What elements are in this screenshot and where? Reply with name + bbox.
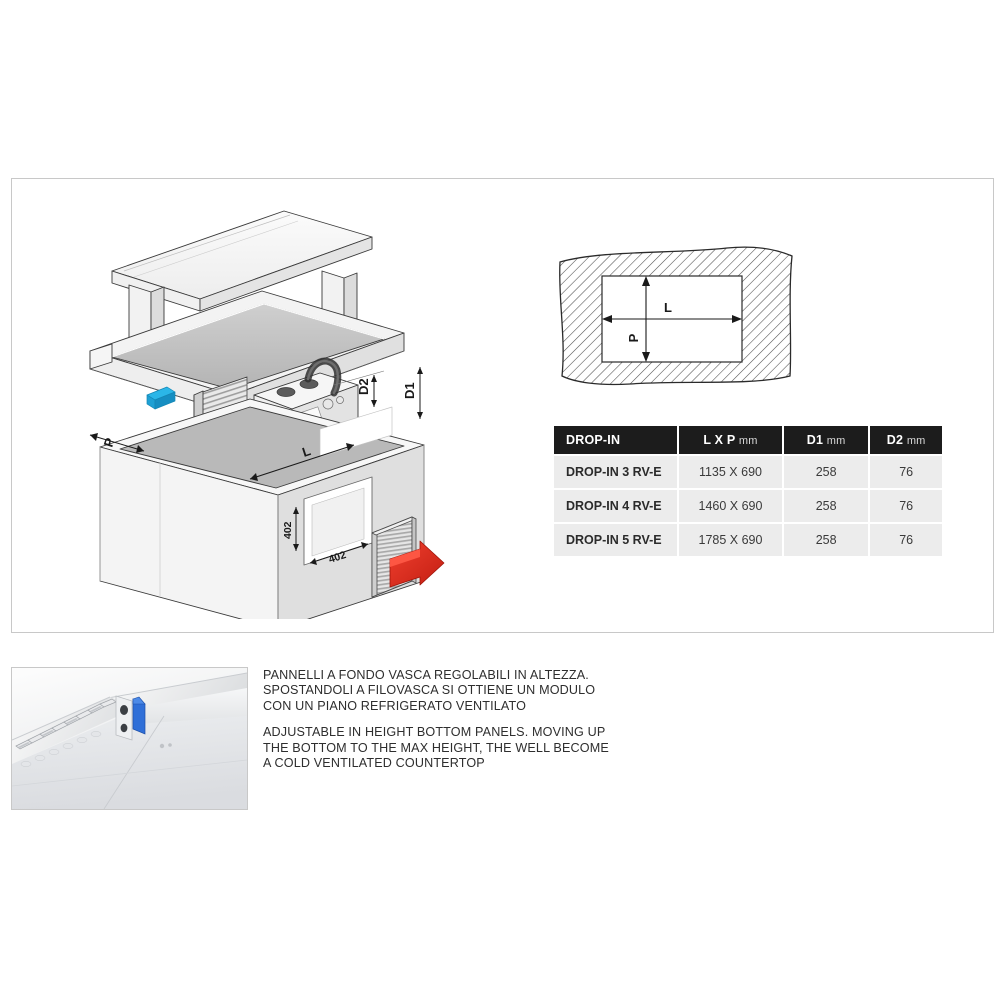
table-header-lxp: L X P mm xyxy=(678,426,782,454)
dimension-D2: D2 xyxy=(333,370,385,407)
cutout-label-L: L xyxy=(664,300,672,315)
dimension-L: L xyxy=(249,443,355,481)
table-cell-lxp: 1135 X 690 xyxy=(678,456,782,488)
corner-post xyxy=(115,695,133,741)
cutout-dimension-L xyxy=(602,315,742,323)
table-header-lxp-unit: mm xyxy=(738,435,758,447)
table-cell-d2: 76 xyxy=(870,456,942,488)
table-cell-d2: 76 xyxy=(870,490,942,522)
table-cell-model: DROP-IN 3 RV-E xyxy=(554,456,677,488)
table-row: DROP-IN 3 RV-E 1135 X 690 258 76 xyxy=(554,456,942,488)
table-cell-model: DROP-IN 5 RV-E xyxy=(554,524,677,556)
dimension-402-horizontal: 402 xyxy=(309,542,369,566)
table-cell-d1: 258 xyxy=(783,456,869,488)
flexible-air-duct-part xyxy=(304,357,342,397)
table-header-row: DROP-IN L X P mm D1 mm D2 mm xyxy=(554,426,942,454)
specification-table: DROP-IN L X P mm D1 mm D2 mm DROP-IN 3 R… xyxy=(552,424,944,558)
dimension-label-402-horizontal: 402 xyxy=(327,549,348,566)
dimension-label-402-vertical: 402 xyxy=(282,521,294,539)
blue-adjustable-bracket-part xyxy=(146,386,176,410)
table-header-d1-title: D1 xyxy=(806,433,824,447)
cutout-label-P: P xyxy=(626,333,641,342)
table-row: DROP-IN 5 RV-E 1785 X 690 258 76 xyxy=(554,524,942,556)
table-cell-d2: 76 xyxy=(870,524,942,556)
table-header-d1: D1 mm xyxy=(783,426,869,454)
table-header-lxp-title: L X P xyxy=(703,433,736,447)
dimension-D1: D1 xyxy=(402,367,423,419)
caption-block: PANNELLI A FONDO VASCA REGOLABILI IN ALT… xyxy=(263,668,663,771)
table-header-d1-unit: mm xyxy=(826,435,846,447)
blue-adjustment-bracket xyxy=(132,696,146,735)
table-cell-d1: 258 xyxy=(783,490,869,522)
table-cell-lxp: 1460 X 690 xyxy=(678,490,782,522)
table-cell-d1: 258 xyxy=(783,524,869,556)
exploded-isometric-drawing: P L D2 xyxy=(72,199,492,619)
table-header-model-title: DROP-IN xyxy=(566,433,621,447)
countertop-cutout-diagram: L P xyxy=(552,234,802,399)
table-header-d2-unit: mm xyxy=(906,435,926,447)
caption-english: ADJUSTABLE IN HEIGHT BOTTOM PANELS. MOVI… xyxy=(263,725,609,771)
ventilation-slots xyxy=(15,698,117,750)
dimension-402-vertical: 402 xyxy=(282,507,299,551)
caption-italian: PANNELLI A FONDO VASCA REGOLABILI IN ALT… xyxy=(263,668,596,713)
table-header-d2: D2 mm xyxy=(870,426,942,454)
main-diagram-panel: P L D2 xyxy=(11,178,994,633)
table-cell-lxp: 1785 X 690 xyxy=(678,524,782,556)
table-cell-model: DROP-IN 4 RV-E xyxy=(554,490,677,522)
dimension-label-D1: D1 xyxy=(402,382,417,399)
well-bottom-panel-photo xyxy=(11,667,248,810)
table-row: DROP-IN 4 RV-E 1460 X 690 258 76 xyxy=(554,490,942,522)
dimension-label-D2: D2 xyxy=(356,378,371,395)
cutout-dimension-P xyxy=(642,276,650,362)
table-header-d2-title: D2 xyxy=(886,433,904,447)
red-airflow-arrow-part xyxy=(389,540,445,588)
table-header-model: DROP-IN xyxy=(554,426,677,454)
